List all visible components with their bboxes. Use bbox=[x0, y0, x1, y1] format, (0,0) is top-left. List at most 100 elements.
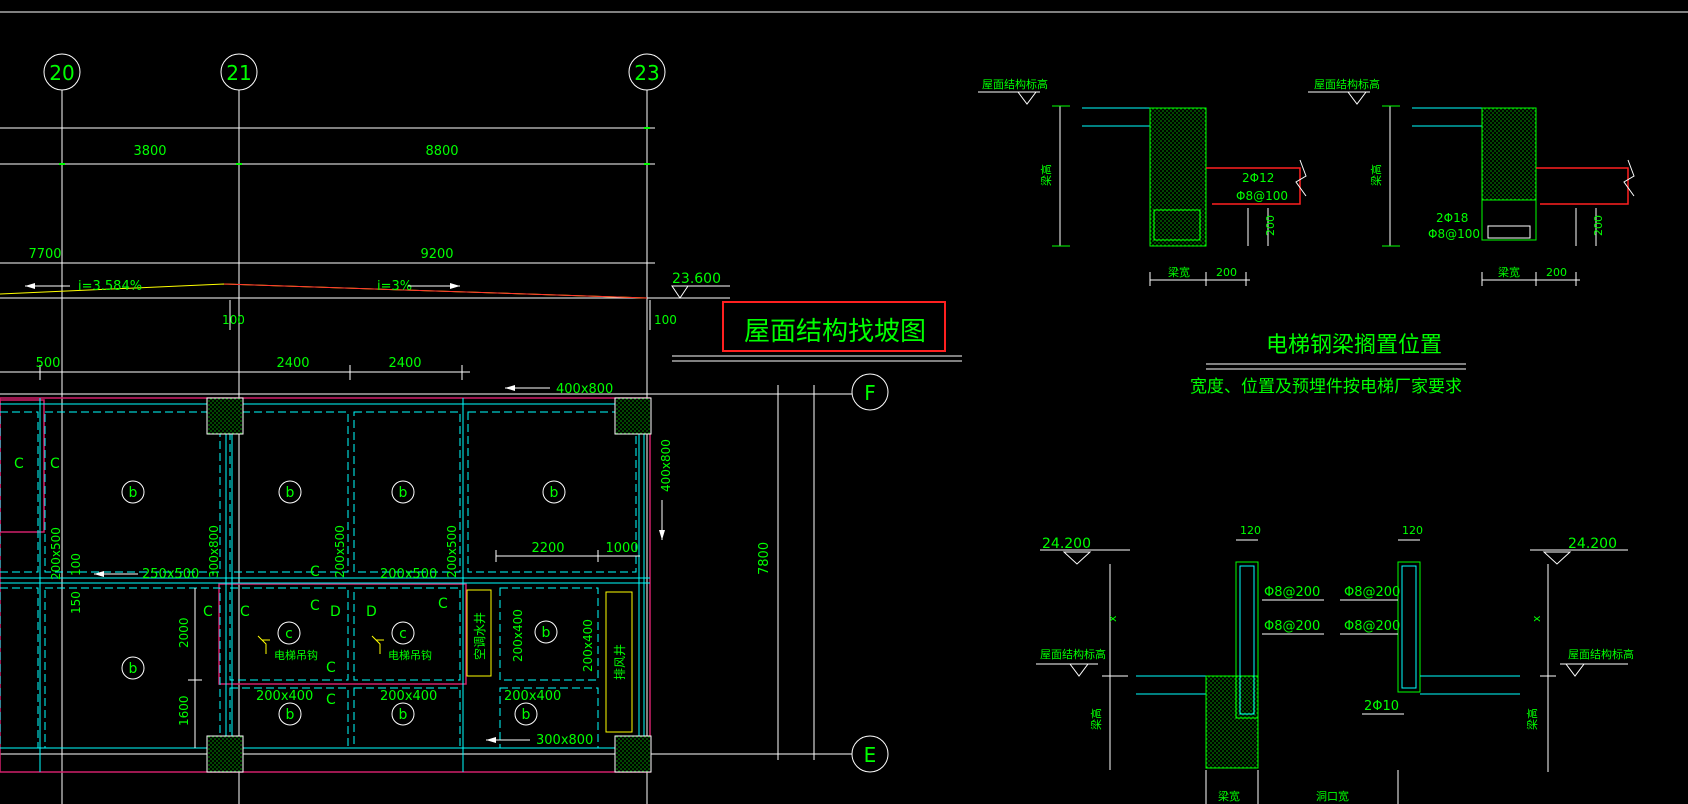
dim-7700: 7700 bbox=[28, 247, 61, 262]
mark-C-7: C bbox=[438, 596, 448, 612]
elevation-23600: 23.600 bbox=[672, 271, 721, 287]
slab-marks-c: c c bbox=[277, 621, 415, 645]
d1-dim-200-b: 200 bbox=[1216, 266, 1237, 279]
slab-b-3: b bbox=[399, 485, 408, 501]
beam-arrow-top bbox=[505, 385, 550, 391]
beam-arrow-side bbox=[659, 500, 665, 540]
beam-label-200x400-b: 200x400 bbox=[380, 689, 437, 704]
d1-stirrup-b: Φ8@100 bbox=[1428, 227, 1480, 241]
d2-dim-120-a: 120 bbox=[1240, 524, 1261, 537]
beam-arrow-250x500 bbox=[94, 571, 138, 577]
beam-label-200x400-v2: 200x400 bbox=[581, 619, 595, 672]
mark-D-2: D bbox=[366, 604, 377, 620]
slab-marks-b: b b b b b b b b b bbox=[121, 480, 566, 726]
beam-label-250x500: 250x500 bbox=[142, 567, 199, 582]
edge-marks: C C C C C C D D C C C bbox=[14, 456, 448, 708]
mark-C-1: C bbox=[14, 456, 24, 472]
d2-stirrup-4: Φ8@200 bbox=[1344, 619, 1400, 634]
dim-1000: 1000 bbox=[605, 541, 638, 556]
axis-label-F: F bbox=[864, 381, 876, 405]
d1-dim-200-c: 200 bbox=[1592, 215, 1605, 236]
d1-stirrup-a: Φ8@100 bbox=[1236, 189, 1288, 203]
columns bbox=[206, 397, 652, 773]
axis-bubble-21: 21 bbox=[220, 53, 258, 91]
mark-C-9: C bbox=[326, 692, 336, 708]
beam-label-200x500-v1: 200x500 bbox=[49, 527, 63, 580]
d1-roof-label-b: 屋面结构标高 bbox=[1314, 77, 1380, 91]
beam-label-200x500-v2: 200x500 bbox=[333, 525, 347, 578]
dim-100-lines bbox=[229, 300, 651, 330]
slab-b-4: b bbox=[550, 485, 559, 501]
d2-dim-120-b: 120 bbox=[1402, 524, 1423, 537]
slab-b-5: b bbox=[129, 661, 138, 677]
axis-label-23: 23 bbox=[634, 61, 659, 85]
dim-2000: 2000 bbox=[177, 617, 191, 648]
elevator-hook-2: 电梯吊钩 bbox=[371, 635, 432, 662]
d2-elev-left: 24.200 bbox=[1042, 536, 1091, 552]
slab-b-1: b bbox=[129, 485, 138, 501]
d2-elev-right: 24.200 bbox=[1568, 536, 1617, 552]
d2-x-left: x bbox=[1106, 615, 1119, 622]
dim-7800: 7800 bbox=[757, 542, 772, 575]
mark-C-3: C bbox=[310, 564, 320, 580]
d1-rebar-a: 2Φ12 bbox=[1242, 171, 1274, 185]
slab-b-8: b bbox=[399, 707, 408, 723]
dim-2200: 2200 bbox=[531, 541, 564, 556]
beam-solid-lines bbox=[0, 398, 650, 772]
dim-1600: 1600 bbox=[177, 695, 191, 726]
dim-2400-b: 2400 bbox=[388, 356, 421, 371]
elevator-hook-1: 电梯吊钩 bbox=[257, 635, 318, 662]
d1-dim-200-a: 200 bbox=[1264, 215, 1277, 236]
d1-beam-w-b: 梁宽 bbox=[1498, 265, 1520, 279]
dim-9200: 9200 bbox=[420, 247, 453, 262]
dim-100-c: 100 bbox=[69, 553, 83, 576]
vent-well-box bbox=[605, 591, 633, 733]
detail-1-note: 宽度、位置及预埋件按电梯厂家要求 bbox=[1190, 377, 1462, 397]
slope-line-right bbox=[223, 283, 648, 299]
slab-b-6: b bbox=[542, 625, 551, 641]
axis-label-21: 21 bbox=[226, 61, 251, 85]
d1-beam-h-a: 梁高 bbox=[1039, 164, 1053, 186]
ac-well-label: 空调水井 bbox=[473, 612, 487, 660]
title-highlight-box bbox=[722, 301, 946, 352]
axis-label-E: E bbox=[864, 743, 877, 767]
axis-bubble-23: 23 bbox=[628, 53, 666, 91]
slab-b-7: b bbox=[286, 707, 295, 723]
beam-label-200x500-h: 200x500 bbox=[380, 567, 437, 582]
dim-2400-a: 2400 bbox=[276, 356, 309, 371]
axis-bubble-E: E bbox=[851, 735, 889, 773]
elevation-marker-top: 23.600 bbox=[671, 271, 730, 299]
beam-label-400x800-side: 400x800 bbox=[659, 439, 673, 492]
vent-well-label: 排风井 bbox=[613, 644, 627, 680]
beam-label-200x400-v1: 200x400 bbox=[511, 609, 525, 662]
d1-dim-200-d: 200 bbox=[1546, 266, 1567, 279]
beam-label-200x400-a: 200x400 bbox=[256, 689, 313, 704]
slab-magenta-outlines bbox=[0, 397, 651, 773]
dim-100-b: 100 bbox=[654, 313, 677, 327]
dim-150: 150 bbox=[69, 591, 83, 614]
d2-bar: 2Φ10 bbox=[1364, 699, 1399, 714]
mark-C-5: C bbox=[240, 604, 250, 620]
mark-C-4: C bbox=[203, 604, 213, 620]
d1-rebar-b: 2Φ18 bbox=[1436, 211, 1468, 225]
slab-c-2: c bbox=[399, 626, 407, 642]
beam-label-300x800-v: 300x800 bbox=[207, 525, 221, 578]
detail-1-a: 屋面结构标高 梁高 2Φ12 Φ8@100 200 梁宽 200 bbox=[978, 77, 1307, 286]
d1-beam-w-a: 梁宽 bbox=[1168, 265, 1190, 279]
axis-label-20: 20 bbox=[49, 61, 74, 85]
detail-2: 24.200 24.200 x 屋面结构标高 梁高 120 120 Φ8@200… bbox=[1036, 524, 1634, 804]
d1-beam-h-b: 梁高 bbox=[1369, 164, 1383, 186]
drawing-title: 屋面结构找坡图 bbox=[744, 317, 926, 347]
dim-100-a: 100 bbox=[222, 313, 245, 327]
slope-arrow-right bbox=[408, 283, 460, 289]
dim-500: 500 bbox=[36, 356, 61, 371]
beam-arrow-300x800 bbox=[486, 737, 530, 743]
dim-ticks bbox=[59, 127, 650, 165]
d2-stirrup-1: Φ8@200 bbox=[1264, 585, 1320, 600]
dims-row-2 bbox=[0, 365, 470, 380]
d2-beam-h: 梁高 bbox=[1089, 708, 1103, 730]
d2-stirrup-2: Φ8@200 bbox=[1264, 619, 1320, 634]
dimension-lines bbox=[0, 127, 730, 299]
detail-1-b: 屋面结构标高 梁高 2Φ18 Φ8@100 200 梁宽 200 bbox=[1308, 77, 1635, 286]
